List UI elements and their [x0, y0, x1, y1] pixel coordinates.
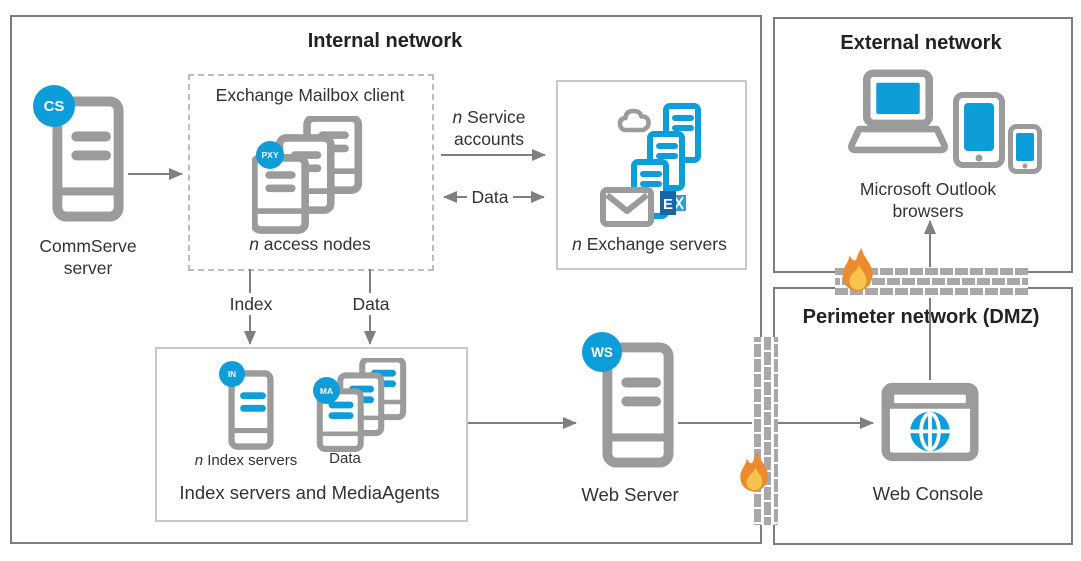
web-console-label: Web Console — [872, 483, 984, 504]
web-server-badge: WS — [582, 332, 622, 372]
exchange-mailbox-client-box — [188, 74, 434, 271]
index-servers-label: n Index servers — [194, 452, 298, 469]
internal-network-title: Internal network — [307, 30, 463, 52]
svg-text:E: E — [663, 196, 673, 213]
data-down-label: Data — [340, 293, 402, 315]
mediaagents-stack-icon — [315, 356, 411, 457]
index-media-box — [155, 347, 468, 522]
external-network-title: External network — [840, 32, 1002, 54]
perimeter-network-title: Perimeter network (DMZ) — [802, 306, 1040, 328]
flame-icon — [842, 247, 873, 292]
mediaagent-badge: MA — [313, 377, 340, 404]
web-console-icon — [881, 382, 979, 467]
access-nodes-stack-icon — [250, 114, 364, 239]
exchange-logo: E — [660, 191, 686, 215]
internal-network-box — [10, 15, 762, 544]
exchange-mailbox-client-title: Exchange Mailbox client — [215, 85, 405, 105]
commserve-badge: CS — [33, 85, 75, 127]
flame-icon — [740, 451, 768, 492]
index-media-caption: Index servers and MediaAgents — [179, 482, 440, 503]
firewall-internal-perimeter — [752, 337, 778, 525]
web-server-label: Web Server — [581, 484, 679, 505]
laptop-icon — [845, 66, 951, 165]
index-badge: IN — [219, 361, 245, 387]
phone-icon — [1008, 124, 1042, 179]
exchange-servers-icon: E — [598, 103, 703, 234]
proxy-badge: PXY — [256, 141, 284, 169]
exchange-servers-label: n Exchange servers — [572, 234, 727, 254]
index-server-icon — [226, 370, 276, 455]
web-server-icon — [600, 342, 676, 473]
commserve-server-icon — [52, 95, 124, 228]
index-down-label: Index — [220, 293, 282, 315]
exchange-servers-box — [556, 80, 747, 270]
access-nodes-label: n access nodes — [249, 234, 371, 254]
commserve-label: CommServe server — [39, 236, 137, 278]
ma-data-label: Data — [329, 450, 361, 467]
data-bidirectional-label: Data — [455, 186, 525, 208]
outlook-browsers-label: Microsoft Outlook browsers — [859, 179, 997, 221]
tablet-icon — [953, 92, 1005, 173]
service-accounts-label: n Service accounts — [452, 107, 526, 149]
